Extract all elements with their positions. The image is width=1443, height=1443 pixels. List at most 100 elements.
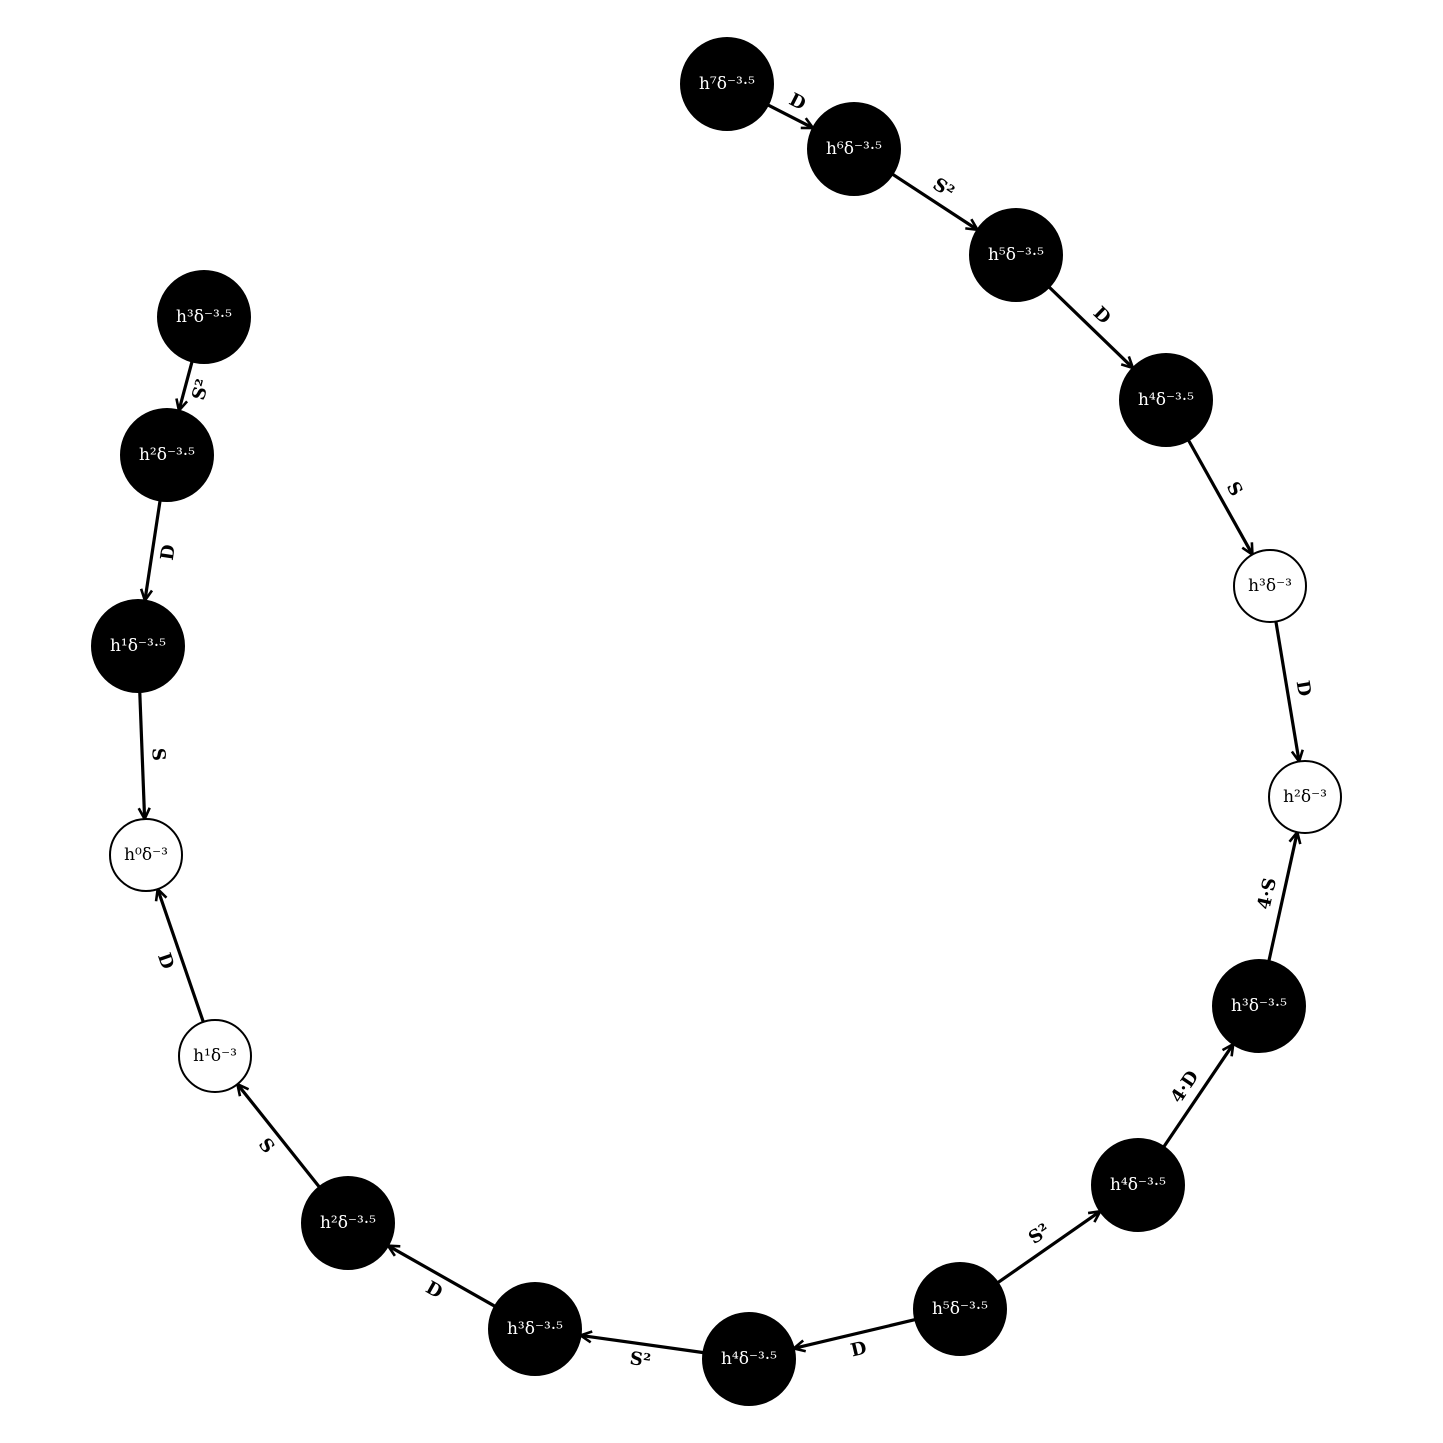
node-label: h⁴δ⁻³·⁵ <box>1110 1175 1166 1195</box>
edge-label: S <box>147 747 168 761</box>
node-b2: h⁴δ⁻³·⁵ <box>1091 1138 1185 1232</box>
node-b6: h²δ⁻³·⁵ <box>301 1176 395 1270</box>
edges-layer: D S² D S D 4·S 4·D S² D S² D S D S² D S <box>140 89 1315 1372</box>
node-circle <box>1268 760 1342 834</box>
node-c3: h¹δ⁻³·⁵ <box>91 599 185 693</box>
edge-label: 4·S <box>1254 876 1281 912</box>
node-a4: h⁴δ⁻³·⁵ <box>1119 353 1213 447</box>
node-circle <box>702 1312 796 1406</box>
edge-arrow <box>1047 285 1132 367</box>
node-label: h³δ⁻³·⁵ <box>176 307 232 327</box>
node-label: h⁵δ⁻³·⁵ <box>988 245 1044 265</box>
edge-b7-b8: D <box>153 890 205 1023</box>
edge-label: S <box>254 1134 279 1157</box>
node-a3: h⁵δ⁻³·⁵ <box>969 208 1063 302</box>
edge-b4-b5: S² <box>582 1336 704 1372</box>
node-a1: h⁷δ⁻³·⁵ <box>680 37 774 131</box>
edge-arrow <box>145 500 162 599</box>
edge-b6-b7: S <box>238 1085 321 1189</box>
node-label: h³δ⁻³ <box>1248 576 1292 596</box>
node-label: h²δ⁻³·⁵ <box>139 445 195 465</box>
edge-arrow <box>1187 439 1251 554</box>
edge-arrow <box>1162 1045 1233 1148</box>
node-circle <box>680 37 774 131</box>
edge-arrow <box>582 1336 704 1355</box>
node-label: h²δ⁻³·⁵ <box>320 1213 376 1233</box>
node-label: h²δ⁻³ <box>1283 787 1327 807</box>
edge-label: S² <box>188 377 214 403</box>
node-circle <box>120 408 214 502</box>
edge-b5-b6: D <box>389 1246 496 1308</box>
node-a6: h²δ⁻³ <box>1268 760 1342 834</box>
node-circle <box>807 102 901 196</box>
edge-b3-b2: S² <box>996 1212 1100 1285</box>
node-circle <box>1119 353 1213 447</box>
edge-c1-c2: S² <box>179 361 214 409</box>
edge-label: S² <box>628 1348 652 1372</box>
edge-a3-a4: D <box>1047 285 1132 367</box>
node-label: h³δ⁻³·⁵ <box>507 1319 563 1339</box>
edge-label: D <box>153 950 178 972</box>
node-label: h⁴δ⁻³·⁵ <box>721 1349 777 1369</box>
node-a2: h⁶δ⁻³·⁵ <box>807 102 901 196</box>
node-circle <box>969 208 1063 302</box>
edge-b1-a6: 4·S <box>1254 833 1297 962</box>
edge-arrow <box>389 1246 496 1308</box>
node-circle <box>157 270 251 364</box>
edge-label: D <box>422 1277 446 1303</box>
node-label: h⁵δ⁻³·⁵ <box>932 1299 988 1319</box>
node-b1: h³δ⁻³·⁵ <box>1212 959 1306 1053</box>
edge-label: D <box>157 543 180 562</box>
edge-label: 4·D <box>1167 1067 1204 1107</box>
node-circle <box>913 1262 1007 1356</box>
node-label: h⁷δ⁻³·⁵ <box>699 74 755 94</box>
node-label: h¹δ⁻³ <box>193 1046 237 1066</box>
edge-label: S² <box>1025 1220 1054 1249</box>
node-c2: h²δ⁻³·⁵ <box>120 408 214 502</box>
edge-arrow <box>1267 833 1297 962</box>
edge-arrow <box>140 691 145 818</box>
node-label: h⁰δ⁻³ <box>124 845 168 865</box>
node-circle <box>1212 959 1306 1053</box>
node-label: h³δ⁻³·⁵ <box>1231 996 1287 1016</box>
edge-arrow <box>891 172 976 229</box>
node-b5: h³δ⁻³·⁵ <box>488 1282 582 1376</box>
node-circle <box>109 818 183 892</box>
node-circle <box>301 1176 395 1270</box>
edge-arrow <box>158 890 205 1023</box>
node-b4: h⁴δ⁻³·⁵ <box>702 1312 796 1406</box>
edge-a4-a5: S <box>1187 439 1251 554</box>
node-b7: h¹δ⁻³ <box>178 1019 252 1093</box>
edge-arrow <box>767 103 812 128</box>
edge-arrow <box>238 1085 321 1189</box>
edge-label: D <box>1089 303 1115 329</box>
edge-arrow <box>795 1318 916 1349</box>
node-b8: h⁰δ⁻³ <box>109 818 183 892</box>
edge-c2-c3: D <box>145 500 180 599</box>
node-label: h⁶δ⁻³·⁵ <box>826 139 882 159</box>
edge-label: D <box>1292 679 1315 698</box>
edge-arrow <box>1274 621 1299 761</box>
edge-label: S <box>1222 478 1247 500</box>
edge-label: D <box>849 1337 869 1361</box>
edge-b2-b1: 4·D <box>1162 1045 1233 1148</box>
edge-b3-b4: D <box>795 1318 916 1361</box>
nodes-layer: h⁷δ⁻³·⁵ h⁶δ⁻³·⁵ h⁵δ⁻³·⁵ h⁴δ⁻³·⁵ h³δ⁻³ h²δ⁻³ h³… <box>91 37 1342 1406</box>
edge-a1-a2: D <box>767 89 812 128</box>
edge-arrow <box>996 1212 1100 1285</box>
node-circle <box>91 599 185 693</box>
node-label: h¹δ⁻³·⁵ <box>110 636 166 656</box>
node-c1: h³δ⁻³·⁵ <box>157 270 251 364</box>
node-circle <box>178 1019 252 1093</box>
node-a5: h³δ⁻³ <box>1233 549 1307 623</box>
node-circle <box>488 1282 582 1376</box>
edge-a2-a3: S² <box>891 172 976 229</box>
edge-c3-b8: S <box>140 691 169 818</box>
edge-a5-a6: D <box>1274 621 1315 761</box>
node-circle <box>1233 549 1307 623</box>
node-label: h⁴δ⁻³·⁵ <box>1138 390 1194 410</box>
edge-arrow <box>179 361 194 409</box>
edge-label: S² <box>929 174 958 203</box>
node-circle <box>1091 1138 1185 1232</box>
